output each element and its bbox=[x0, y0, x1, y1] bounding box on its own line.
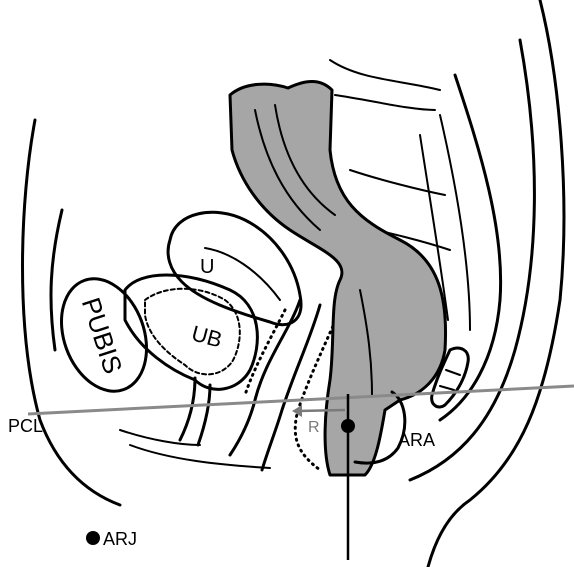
arj-legend-dot bbox=[86, 531, 100, 545]
pcl-label: PCL bbox=[8, 416, 43, 436]
uterus: U bbox=[168, 212, 301, 324]
ub-label: UB bbox=[189, 320, 225, 352]
vagina-structures bbox=[120, 300, 340, 470]
u-label: U bbox=[200, 256, 214, 278]
pubis-label: PUBIS bbox=[76, 294, 129, 377]
arj-point bbox=[341, 419, 355, 433]
arj-label: ARJ bbox=[103, 529, 137, 549]
pubis-bone: PUBIS bbox=[47, 267, 162, 403]
ara-label: ARA bbox=[398, 430, 435, 450]
r-label: R bbox=[308, 419, 320, 436]
arj-legend: ARJ bbox=[86, 529, 137, 549]
